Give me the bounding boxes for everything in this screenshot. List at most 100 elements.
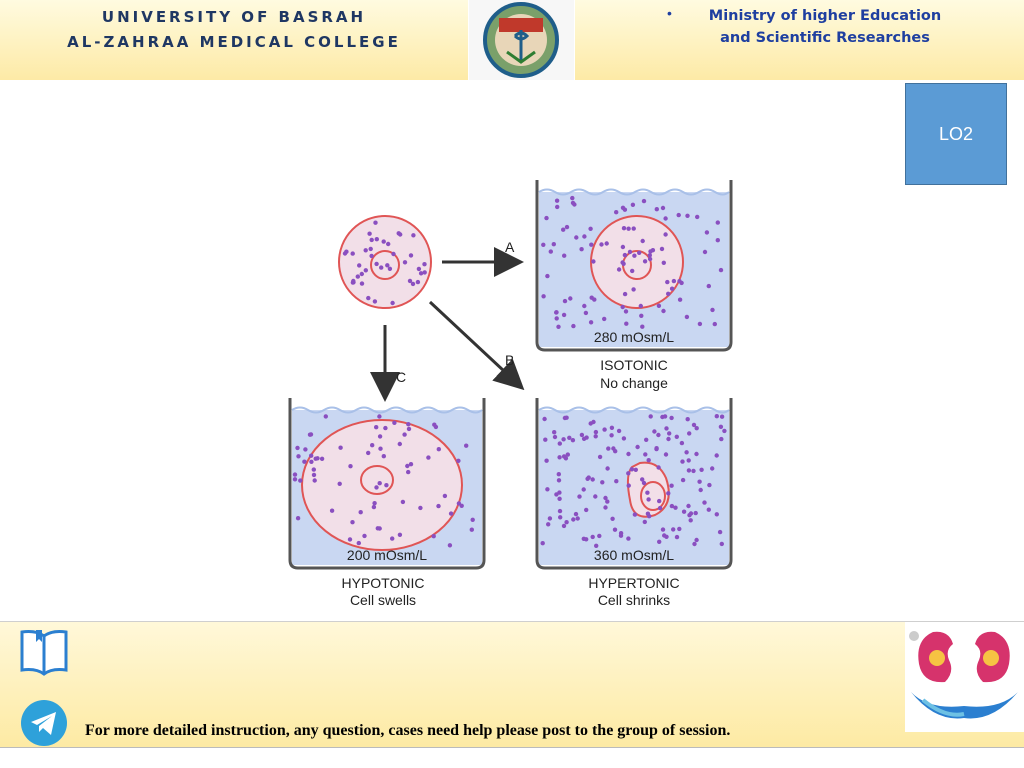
solute-dot bbox=[603, 505, 608, 510]
solute-dot bbox=[719, 541, 724, 547]
solute-dot bbox=[645, 511, 651, 516]
hypertonic-osmolarity: 360 mOsm/L bbox=[594, 547, 674, 563]
solute-dot bbox=[697, 479, 702, 484]
solute-dot bbox=[545, 487, 550, 492]
solute-dot bbox=[554, 492, 559, 497]
solute-dot bbox=[640, 238, 645, 244]
header-university: UNIVERSITY OF BASRAH AL-ZAHRAA MEDICAL C… bbox=[0, 0, 468, 80]
isotonic-caption: No change bbox=[600, 375, 668, 391]
solute-dot bbox=[650, 248, 656, 253]
solute-dot bbox=[570, 195, 575, 201]
solute-dot bbox=[436, 503, 441, 509]
solute-dot bbox=[584, 435, 589, 440]
solute-dot bbox=[562, 298, 568, 304]
solute-dot bbox=[464, 443, 469, 448]
solute-dot bbox=[350, 251, 355, 256]
solute-dot bbox=[470, 517, 475, 522]
solute-dot bbox=[402, 432, 407, 437]
ministry-text: Ministry of higher Education and Scienti… bbox=[665, 5, 985, 49]
solute-dot bbox=[342, 251, 348, 256]
solute-dot bbox=[687, 431, 692, 436]
solute-dot bbox=[707, 482, 712, 488]
solute-dot bbox=[552, 434, 558, 440]
solute-dot bbox=[398, 232, 403, 237]
solute-dot bbox=[426, 455, 431, 460]
solute-dot bbox=[405, 463, 410, 469]
solute-dot bbox=[626, 451, 631, 457]
solute-dot bbox=[680, 477, 686, 483]
solute-dot bbox=[656, 432, 661, 438]
solute-dot bbox=[581, 536, 586, 541]
telegram-icon[interactable] bbox=[14, 698, 74, 748]
solute-dot bbox=[656, 303, 662, 308]
solute-dot bbox=[609, 433, 614, 438]
solute-dot bbox=[385, 263, 390, 268]
solute-dot bbox=[687, 513, 692, 518]
solute-dot bbox=[381, 454, 386, 459]
solute-dot bbox=[358, 510, 363, 515]
solute-dot bbox=[666, 436, 671, 442]
solute-dot bbox=[680, 459, 685, 464]
solute-dot bbox=[570, 200, 576, 206]
solute-dot bbox=[386, 241, 391, 247]
solute-dot bbox=[719, 414, 725, 419]
solute-dot bbox=[557, 455, 562, 460]
solute-dot bbox=[383, 425, 388, 431]
solute-dot bbox=[610, 516, 615, 521]
solute-dot bbox=[547, 516, 553, 521]
solute-dot bbox=[648, 414, 653, 419]
solute-dot bbox=[674, 434, 679, 439]
solute-dot bbox=[369, 253, 374, 259]
solute-dot bbox=[542, 416, 547, 422]
solute-dot bbox=[422, 270, 427, 275]
solute-dot bbox=[557, 508, 563, 514]
solute-dot bbox=[359, 271, 364, 277]
solute-dot bbox=[408, 462, 414, 467]
solute-dot bbox=[309, 453, 314, 458]
solute-dot bbox=[406, 469, 411, 475]
arrow-b bbox=[428, 300, 525, 391]
solute-dot bbox=[355, 274, 360, 279]
solute-dot bbox=[545, 273, 550, 279]
solute-dot bbox=[593, 429, 599, 435]
hypotonic-caption: Cell swells bbox=[350, 592, 416, 608]
solute-dot bbox=[296, 454, 301, 459]
solute-dot bbox=[590, 534, 595, 540]
solute-dot bbox=[626, 536, 631, 541]
solute-dot bbox=[408, 253, 414, 258]
solute-dot bbox=[706, 283, 711, 289]
solute-dot bbox=[694, 451, 699, 457]
hypotonic-title: HYPOTONIC bbox=[342, 575, 425, 591]
college-name: AL-ZAHRAA MEDICAL COLLEGE bbox=[67, 33, 401, 51]
solute-dot bbox=[348, 464, 353, 469]
solute-dot bbox=[377, 414, 382, 419]
solute-dot bbox=[704, 230, 710, 235]
solute-dot bbox=[573, 511, 579, 517]
solute-dot bbox=[379, 265, 384, 270]
solute-dot bbox=[377, 481, 382, 486]
solute-dot bbox=[669, 415, 674, 421]
solute-dot bbox=[431, 534, 436, 539]
solute-dot bbox=[303, 447, 308, 452]
solute-dot bbox=[557, 496, 562, 501]
solute-dot bbox=[338, 445, 343, 450]
solute-dot bbox=[686, 458, 691, 463]
solute-dot bbox=[584, 507, 589, 513]
solute-dot bbox=[442, 493, 448, 499]
solute-dot bbox=[552, 430, 557, 435]
solute-dot bbox=[622, 252, 628, 258]
solute-dot bbox=[630, 202, 636, 207]
solute-dot bbox=[647, 253, 652, 258]
solute-dot bbox=[448, 511, 454, 516]
solute-dot bbox=[641, 480, 647, 486]
book-icon[interactable] bbox=[14, 624, 74, 684]
solute-dot bbox=[558, 515, 563, 520]
solute-dot bbox=[714, 414, 719, 419]
solute-dot bbox=[350, 520, 355, 525]
hypotonic-cell bbox=[301, 419, 463, 551]
solute-dot bbox=[661, 260, 666, 265]
solute-dot bbox=[691, 468, 696, 474]
solute-dot bbox=[630, 268, 635, 274]
solute-dot bbox=[546, 522, 551, 527]
solute-dot bbox=[631, 287, 636, 292]
